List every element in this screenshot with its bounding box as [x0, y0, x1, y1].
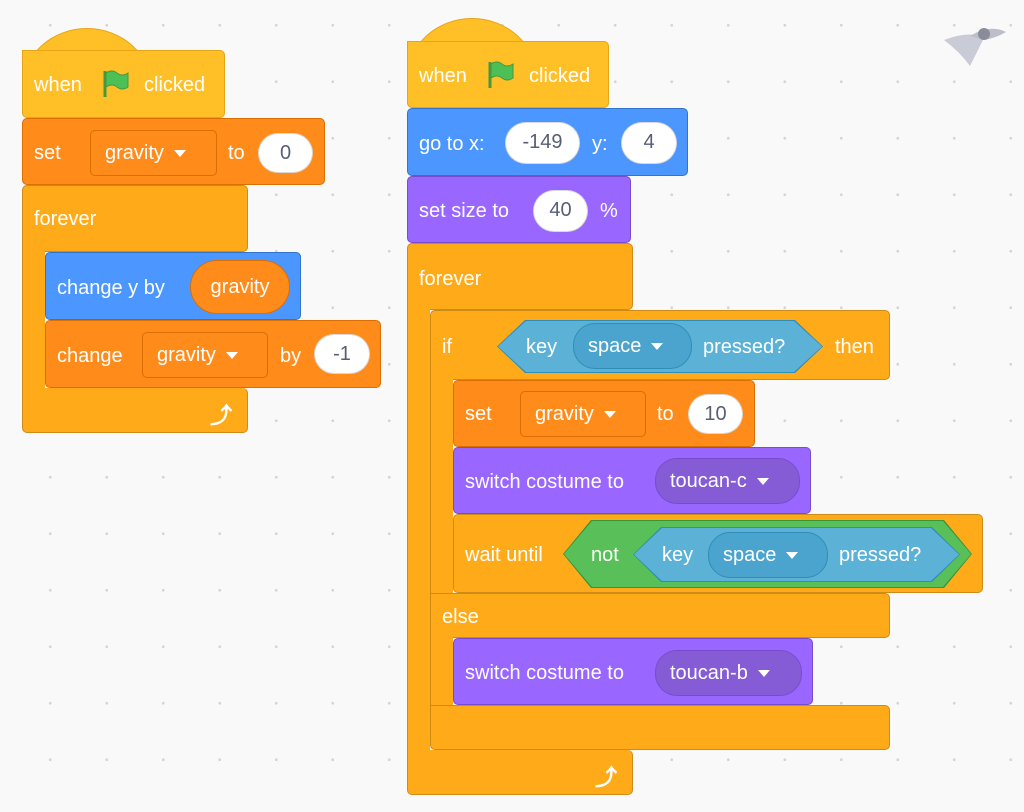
y-label: y:: [592, 133, 608, 155]
forever-block[interactable]: [22, 185, 248, 252]
change-label: change: [57, 345, 123, 367]
forever-block[interactable]: [407, 243, 633, 310]
set-label: set: [465, 403, 492, 425]
value-input[interactable]: -1: [314, 334, 370, 374]
value-input[interactable]: 0: [258, 133, 313, 173]
costume-dropdown[interactable]: toucan-c: [655, 458, 800, 504]
pressed-label: pressed?: [839, 544, 922, 566]
to-label: to: [657, 403, 674, 425]
to-label: to: [228, 142, 245, 164]
key-dropdown[interactable]: space: [708, 532, 828, 578]
else-label: else: [442, 606, 479, 628]
x-input[interactable]: -149: [505, 122, 580, 164]
set-label: set: [34, 142, 61, 164]
variable-dropdown[interactable]: gravity: [142, 332, 268, 378]
variable-dropdown[interactable]: gravity: [520, 391, 646, 437]
wait-until-label: wait until: [465, 544, 543, 566]
hat-clicked: clicked: [529, 65, 591, 87]
green-flag-icon: [103, 70, 129, 97]
hat-clicked: clicked: [144, 74, 206, 96]
forever-label: forever: [419, 268, 482, 290]
sprite-toucan-icon: [944, 28, 1006, 66]
pressed-label: pressed?: [703, 336, 786, 358]
then-label: then: [835, 336, 874, 358]
change-y-label: change y by: [57, 277, 165, 299]
percent-label: %: [600, 200, 618, 222]
go-to-label: go to x:: [419, 133, 485, 155]
y-input[interactable]: 4: [621, 122, 677, 164]
set-size-label: set size to: [419, 200, 510, 222]
hat-when: when: [419, 65, 467, 87]
not-label: not: [591, 544, 619, 566]
forever-label: forever: [34, 208, 97, 230]
gravity-reporter[interactable]: gravity: [190, 260, 290, 314]
key-dropdown[interactable]: space: [573, 323, 692, 369]
switch-costume-label: switch costume to: [465, 471, 624, 493]
loop-arrow-icon: ⤴: [595, 765, 618, 790]
green-flag-icon: [488, 61, 514, 88]
if-label: if: [442, 336, 452, 358]
set-size-block[interactable]: [407, 176, 631, 243]
loop-arrow-icon: ⤴: [210, 403, 233, 428]
variable-dropdown[interactable]: gravity: [90, 130, 217, 176]
size-input[interactable]: 40: [533, 190, 588, 232]
costume-dropdown[interactable]: toucan-b: [655, 650, 802, 696]
by-label: by: [280, 345, 302, 367]
hat-when: when: [34, 74, 82, 96]
switch-costume-label: switch costume to: [465, 662, 624, 684]
key-label: key: [526, 336, 558, 358]
value-input[interactable]: 10: [688, 394, 743, 434]
key-label: key: [662, 544, 694, 566]
